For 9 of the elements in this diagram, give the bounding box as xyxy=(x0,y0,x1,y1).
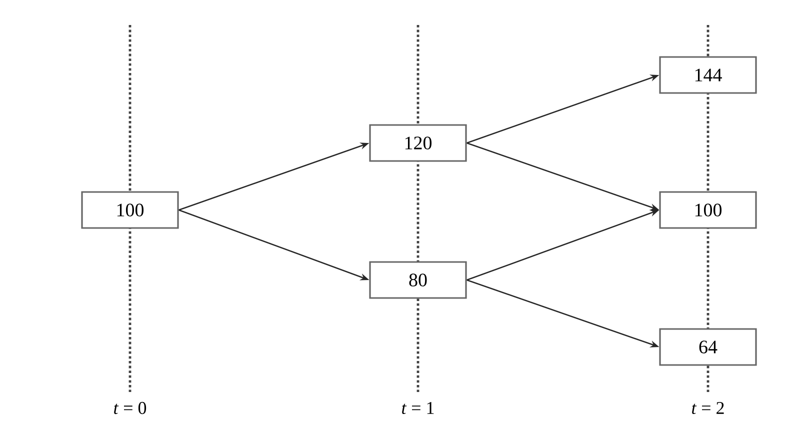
value-box: 100 xyxy=(659,191,757,229)
time-label: t = 1 xyxy=(402,402,434,414)
value-box: 64 xyxy=(659,328,757,366)
time-label: t = 2 xyxy=(692,402,724,414)
time-label: t = 0 xyxy=(114,402,146,414)
value-box: 100 xyxy=(81,191,179,229)
value-box: 80 xyxy=(369,261,467,299)
value-box: 144 xyxy=(659,56,757,94)
value-box: 120 xyxy=(369,124,467,162)
